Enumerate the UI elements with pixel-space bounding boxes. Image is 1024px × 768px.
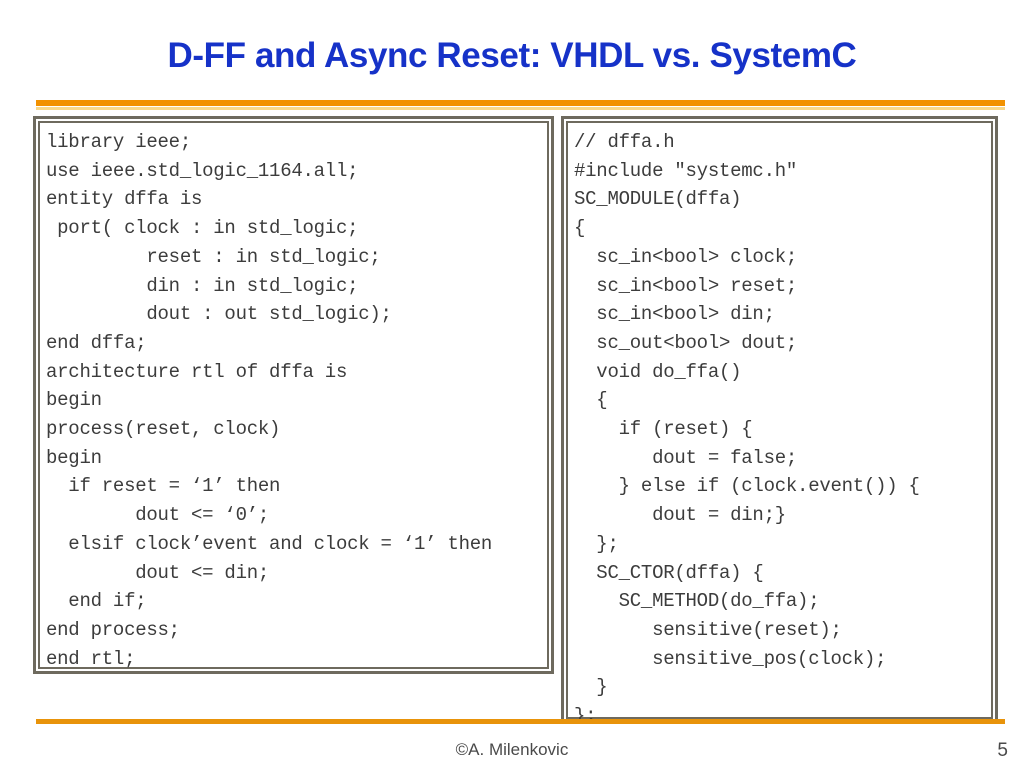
code-line: end dffa; [46, 331, 147, 354]
code-line: use ieee.std_logic_1164.all; [46, 159, 359, 182]
code-line: }; [574, 705, 597, 724]
code-line: } else if (clock.event()) { [574, 475, 920, 498]
page-number: 5 [997, 740, 1008, 761]
code-line: end if; [46, 590, 147, 613]
code-line: sc_out<bool> dout; [574, 331, 798, 354]
code-line: SC_METHOD(do_ffa); [574, 590, 820, 613]
code-line: port( clock : in std_logic; [46, 217, 359, 240]
code-line: void do_ffa() [574, 360, 742, 383]
code-line: library ieee; [46, 131, 191, 153]
code-line: end process; [46, 618, 180, 641]
code-line: // dffa.h [574, 131, 675, 153]
code-line: elsif clock’event and clock = ‘1’ then [46, 532, 493, 555]
code-line: }; [574, 532, 619, 555]
code-line: dout = false; [574, 446, 798, 469]
code-line: sc_in<bool> clock; [574, 245, 798, 268]
code-line: sensitive(reset); [574, 618, 842, 641]
code-line: sc_in<bool> reset; [574, 274, 798, 297]
code-line: SC_MODULE(dffa) [574, 188, 742, 211]
footer-divider-rule [36, 719, 1005, 724]
code-line: { [574, 217, 586, 240]
code-line: if reset = ‘1’ then [46, 475, 281, 498]
code-line: dout : out std_logic); [46, 303, 392, 326]
code-line: process(reset, clock) [46, 418, 281, 441]
code-line: reset : in std_logic; [46, 245, 381, 268]
vhdl-code-panel: library ieee; use ieee.std_logic_1164.al… [33, 116, 554, 674]
code-line: dout <= din; [46, 561, 270, 584]
code-line: architecture rtl of dffa is [46, 360, 348, 383]
code-line: dout <= ‘0’; [46, 504, 270, 527]
code-line: sensitive_pos(clock); [574, 647, 887, 670]
footer-author: ©A. Milenkovic [455, 740, 569, 759]
systemc-code-panel: // dffa.h #include "systemc.h" SC_MODULE… [561, 116, 998, 724]
code-line: { [574, 389, 608, 412]
header-divider-rule [36, 100, 1005, 110]
code-line: begin [46, 446, 102, 469]
code-line: end rtl; [46, 647, 136, 670]
code-line: begin [46, 389, 102, 412]
code-line: } [574, 676, 608, 699]
code-line: SC_CTOR(dffa) { [574, 561, 764, 584]
code-line: entity dffa is [46, 188, 203, 211]
code-line: din : in std_logic; [46, 274, 359, 297]
code-line: if (reset) { [574, 418, 753, 441]
systemc-code-text: // dffa.h #include "systemc.h" SC_MODULE… [574, 128, 989, 724]
code-line: sc_in<bool> din; [574, 303, 775, 326]
code-line: #include "systemc.h" [574, 159, 798, 182]
page-title: D-FF and Async Reset: VHDL vs. SystemC [167, 36, 857, 75]
code-line: dout = din;} [574, 504, 786, 527]
vhdl-code-text: library ieee; use ieee.std_logic_1164.al… [46, 128, 545, 671]
